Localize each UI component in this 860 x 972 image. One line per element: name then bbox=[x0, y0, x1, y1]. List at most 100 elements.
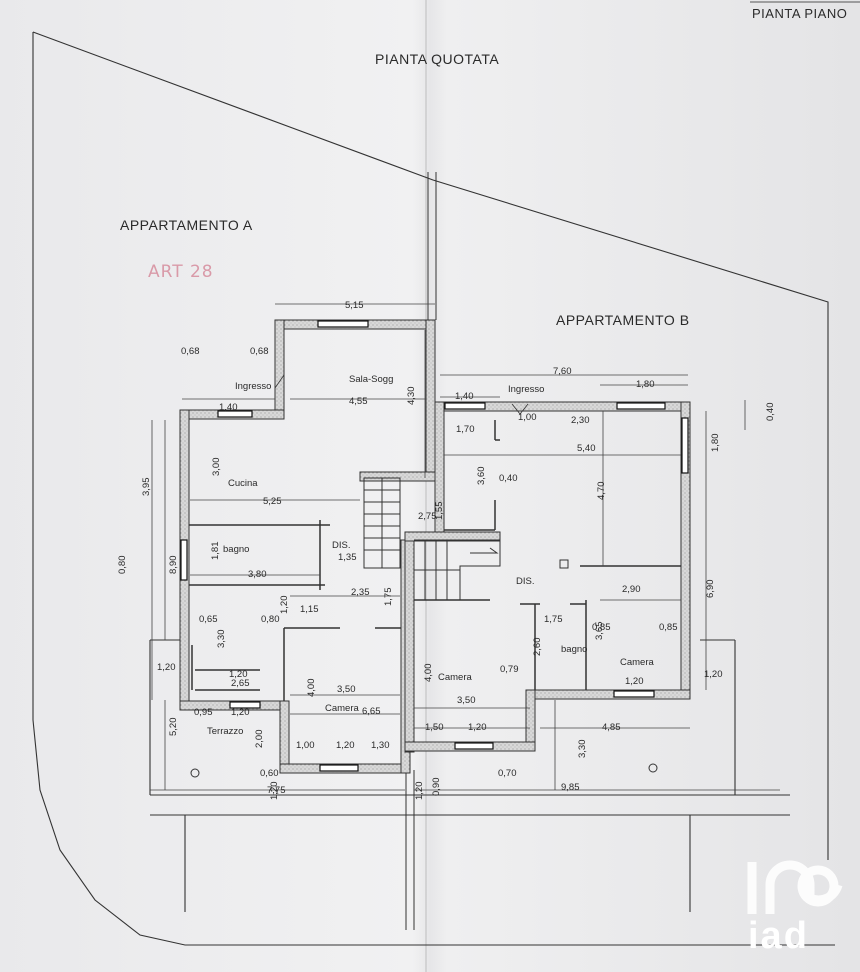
room-camera-a: Camera bbox=[325, 703, 359, 714]
windows-apartment-b bbox=[444, 402, 689, 750]
dim-label: 1,20 bbox=[231, 707, 250, 718]
walls-apartment-b bbox=[404, 401, 691, 753]
dim-label: 3,00 bbox=[211, 457, 222, 477]
dim-label: 1,20 bbox=[704, 669, 723, 680]
iad-logo-icon bbox=[747, 860, 843, 914]
apartment-b-title: APPARTAMENTO B bbox=[556, 312, 690, 328]
dim-label: 0,65 bbox=[199, 614, 218, 625]
dim-label: 1,00 bbox=[296, 740, 315, 751]
stair-apartment-a bbox=[363, 477, 401, 569]
column-marker bbox=[559, 559, 569, 569]
dim-label: 1,35 bbox=[338, 552, 357, 563]
dim-label: 1,81 bbox=[210, 541, 221, 561]
dim-label: 1,15 bbox=[300, 604, 319, 615]
dim-label: 3,60 bbox=[476, 466, 487, 486]
room-bagno-b: bagno bbox=[561, 644, 588, 655]
dim-label: 0,95 bbox=[194, 707, 213, 718]
dim-label: 5,15 bbox=[345, 300, 364, 311]
dim-label: 7,75 bbox=[267, 785, 286, 796]
handwritten-note: ART 28 bbox=[148, 262, 214, 282]
dim-label: 1,55 bbox=[434, 501, 445, 521]
dim-label: 1,80 bbox=[636, 379, 655, 390]
dim-label: 6,90 bbox=[705, 579, 716, 599]
room-camera-b-left: Camera bbox=[438, 672, 472, 683]
dim-label: 6,65 bbox=[362, 706, 381, 717]
dim-label: 3,80 bbox=[248, 569, 267, 580]
dim-label: 0,68 bbox=[181, 346, 200, 357]
dim-label: 2,90 bbox=[622, 584, 641, 595]
dim-label: 2,75 bbox=[418, 511, 437, 522]
dim-label: 2,30 bbox=[571, 415, 590, 426]
room-sala-a: Sala-Sogg bbox=[349, 374, 394, 385]
dim-label: 5,40 bbox=[577, 443, 596, 454]
dim-label: 1,20 bbox=[157, 662, 176, 673]
page-title: PIANTA QUOTATA bbox=[375, 51, 500, 67]
dim-label: 1,80 bbox=[710, 433, 721, 453]
dim-label: 5,20 bbox=[168, 717, 179, 737]
room-terrazzo-a: Terrazzo bbox=[207, 726, 244, 737]
dimension-lines bbox=[150, 303, 780, 791]
dim-label: 1,20 bbox=[229, 669, 248, 680]
lot-boundary bbox=[32, 31, 835, 946]
door-swings bbox=[274, 374, 529, 415]
dim-label: 3,50 bbox=[337, 684, 356, 695]
dim-label: 1,20 bbox=[269, 781, 280, 801]
dim-label: 7,60 bbox=[553, 366, 572, 377]
dim-label: 0,85 bbox=[592, 622, 611, 633]
dim-label: 0,68 bbox=[250, 346, 269, 357]
room-dis-b: DIS. bbox=[516, 576, 535, 587]
dim-label: 1,20 bbox=[279, 595, 290, 615]
dim-label: 1,70 bbox=[456, 424, 475, 435]
dim-label: 0,40 bbox=[765, 402, 776, 422]
dim-label: 0,80 bbox=[117, 555, 128, 575]
site-markers bbox=[190, 763, 658, 778]
dim-label: 5,25 bbox=[263, 496, 282, 507]
dim-label: 1,40 bbox=[455, 391, 474, 402]
partitions-apartment-a bbox=[189, 520, 401, 701]
dim-label: 4,70 bbox=[596, 481, 607, 501]
dim-label: 2,00 bbox=[254, 729, 265, 749]
dim-label: 8,90 bbox=[168, 555, 179, 575]
partitions-apartment-b bbox=[414, 420, 681, 690]
dim-label: 4,55 bbox=[349, 396, 368, 407]
dim-label: 4,30 bbox=[406, 386, 417, 406]
windows-apartment-a bbox=[180, 320, 369, 772]
dim-label: 9,85 bbox=[561, 782, 580, 793]
corner-title: PIANTA PIANO bbox=[752, 6, 848, 21]
dim-label: 3,65 bbox=[594, 621, 605, 641]
dim-label: 0,40 bbox=[499, 473, 518, 484]
dim-label: 2,60 bbox=[532, 637, 543, 657]
dim-label: 1,50 bbox=[425, 722, 444, 733]
room-camera-b-right: Camera bbox=[620, 657, 654, 668]
room-ingresso-b: Ingresso bbox=[508, 384, 545, 395]
party-wall-axis bbox=[405, 172, 437, 930]
iad-watermark: iad bbox=[748, 915, 809, 957]
dim-label: 0,90 bbox=[431, 777, 442, 797]
dim-label: 1,75 bbox=[383, 587, 394, 607]
room-dis-a: DIS. bbox=[332, 540, 351, 551]
dim-label: 3,30 bbox=[577, 739, 588, 759]
dim-label: 1,75 bbox=[544, 614, 563, 625]
dim-label: 3,95 bbox=[141, 477, 152, 497]
dim-label: 0,70 bbox=[498, 768, 517, 779]
dim-label: 4,00 bbox=[306, 678, 317, 698]
dim-label: 0,79 bbox=[500, 664, 519, 675]
dim-label: 1,00 bbox=[518, 412, 537, 423]
dim-label: 0,85 bbox=[659, 622, 678, 633]
dim-label: 2,65 bbox=[231, 678, 250, 689]
sheet-frame bbox=[425, 0, 860, 972]
dim-label: 1,20 bbox=[468, 722, 487, 733]
dim-label: 2,35 bbox=[351, 587, 370, 598]
dim-label: 3,30 bbox=[216, 629, 227, 649]
dim-label: 1,20 bbox=[625, 676, 644, 687]
room-cucina-a: Cucina bbox=[228, 478, 258, 489]
dim-label: 4,00 bbox=[423, 663, 434, 683]
dim-label: 1,20 bbox=[336, 740, 355, 751]
dim-label: 1,30 bbox=[371, 740, 390, 751]
dim-label: 1,20 bbox=[414, 781, 425, 801]
dim-label: 0,80 bbox=[261, 614, 280, 625]
apartment-a-title: APPARTAMENTO A bbox=[120, 217, 253, 233]
dim-label: 1,40 bbox=[219, 402, 238, 413]
